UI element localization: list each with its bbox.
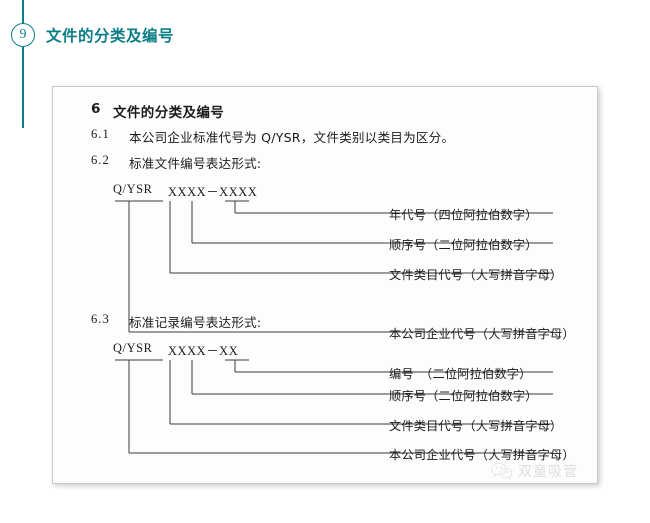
- paragraph-number-6-3: 6.3: [91, 312, 110, 326]
- paragraph-text-6-2: 标准文件编号表达形式:: [129, 156, 262, 171]
- diagram2-legend-item-2: 顺序号（二位阿拉伯数字）: [389, 389, 538, 403]
- doc-section-title: 文件的分类及编号: [113, 105, 225, 121]
- section-number-badge: 9: [11, 23, 35, 47]
- paragraph-number-6-2: 6.2: [91, 153, 110, 167]
- header-accent-rail: [22, 0, 24, 128]
- document-panel: 6 文件的分类及编号 6.1 本公司企业标准代号为 Q/YSR，文件类别以类目为…: [52, 86, 598, 484]
- document-content: 6 文件的分类及编号 6.1 本公司企业标准代号为 Q/YSR，文件类别以类目为…: [53, 87, 597, 483]
- diagram1-leader-lines: [115, 200, 553, 333]
- diagram1-legend-item-4: 本公司企业代号（大写拼音字母）: [389, 327, 575, 341]
- paragraph-text-6-1: 本公司企业标准代号为 Q/YSR，文件类别以类目为区分。: [129, 130, 455, 145]
- diagram2-legend-item-1: 编号 （二位阿拉伯数字）: [389, 367, 532, 381]
- diagram1-code-body: XXXX－XXXX: [168, 185, 258, 199]
- doc-section-number: 6: [91, 101, 101, 117]
- paragraph-number-6-1: 6.1: [91, 127, 110, 141]
- diagram2-leader-lines: [115, 359, 553, 454]
- diagram2-code-body: XXXX－XX: [168, 344, 239, 358]
- diagram1-code-prefix: Q/YSR: [113, 182, 153, 196]
- diagram2-legend-item-3: 文件类目代号（大写拼音字母）: [389, 419, 563, 433]
- diagram1-legend-item-3: 文件类目代号（大写拼音字母）: [389, 268, 563, 282]
- diagram1-legend-item-1: 年代号（四位阿拉伯数字）: [389, 208, 538, 222]
- page-title: 文件的分类及编号: [46, 27, 175, 45]
- diagram2-legend-item-4: 本公司企业代号（大写拼音字母）: [389, 448, 575, 462]
- paragraph-text-6-3: 标准记录编号表达形式:: [129, 315, 262, 330]
- diagram1-legend-item-2: 顺序号（二位阿拉伯数字）: [389, 238, 538, 252]
- diagram2-code-prefix: Q/YSR: [113, 341, 153, 355]
